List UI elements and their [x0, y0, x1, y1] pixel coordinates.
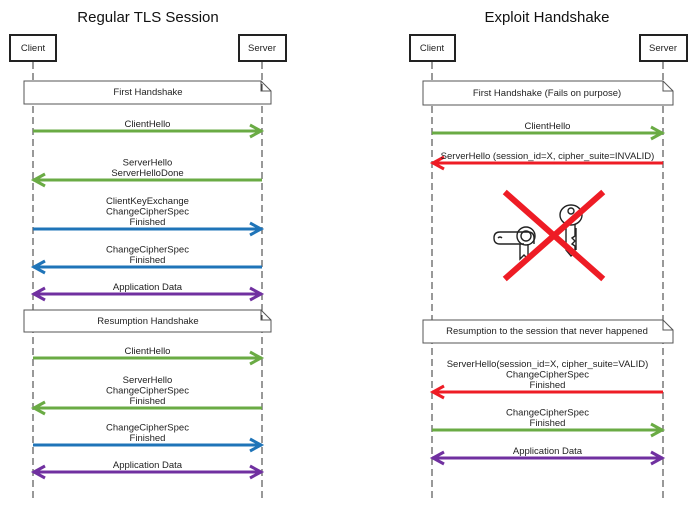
message-arrow: ServerHello(session_id=X, cipher_suite=V… [429, 359, 663, 400]
note-first-handshake [23, 80, 272, 105]
message-label: ClientHello [125, 119, 171, 130]
arrowhead [30, 286, 46, 302]
note-label: Resumption Handshake [97, 316, 198, 327]
message-label: ServerHelloDone [111, 168, 183, 179]
arrowhead [249, 464, 265, 480]
server-actor-box [639, 34, 688, 62]
arrowhead [650, 422, 666, 438]
message-label: ServerHello [123, 375, 173, 386]
crossed-out-certificate-and-key-icon [493, 204, 583, 261]
note-first-handshake-fails [422, 80, 674, 106]
arrowhead [650, 125, 666, 141]
client-actor-box [409, 34, 456, 62]
arrowhead [429, 384, 445, 400]
message-label: Finished [130, 255, 166, 266]
red-x-cross-icon [502, 189, 606, 282]
note-label: Resumption to the session that never hap… [446, 326, 648, 337]
message-arrow: ClientKeyExchangeChangeCipherSpecFinishe… [33, 196, 265, 237]
message-label: ServerHello (session_id=X, cipher_suite=… [441, 151, 655, 162]
message-label: ClientKeyExchange [106, 196, 189, 207]
arrowhead [429, 155, 445, 171]
arrowhead [249, 437, 265, 453]
message-label: ChangeCipherSpec [506, 370, 589, 381]
arrowhead [650, 450, 666, 466]
message-label: Finished [130, 217, 166, 228]
message-label: Application Data [113, 282, 183, 293]
message-label: ChangeCipherSpec [506, 408, 589, 419]
arrowhead [30, 464, 46, 480]
message-label: Application Data [513, 446, 583, 457]
arrowhead [30, 259, 46, 275]
arrowhead [30, 400, 46, 416]
message-label: Finished [130, 433, 166, 444]
certificate-seal-icon [516, 226, 536, 246]
server-actor-label: Server [248, 43, 276, 54]
note-label: First Handshake [113, 87, 182, 98]
arrowhead [30, 172, 46, 188]
panel-title: Regular TLS Session [77, 9, 218, 26]
arrowhead [429, 450, 445, 466]
message-arrow: Application Data [30, 282, 265, 302]
arrowhead [249, 350, 265, 366]
message-arrow: Application Data [429, 446, 666, 466]
message-label: Application Data [113, 460, 183, 471]
note-resumption-never-happened [422, 319, 674, 344]
message-arrow: ClientHello [432, 121, 666, 141]
message-arrow: ServerHello (session_id=X, cipher_suite=… [429, 151, 663, 171]
message-label: ChangeCipherSpec [106, 423, 189, 434]
message-arrow: ClientHello [33, 119, 265, 139]
client-actor-box [9, 34, 57, 62]
arrowhead [249, 123, 265, 139]
message-label: ServerHello(session_id=X, cipher_suite=V… [447, 359, 649, 370]
message-arrow: ClientHello [33, 346, 265, 366]
client-actor-label: Client [420, 43, 445, 54]
key-icon [559, 204, 583, 226]
regular-tls-panel: Regular TLS Session Client Server First … [9, 9, 287, 500]
client-actor-label: Client [21, 43, 46, 54]
panel-title: Exploit Handshake [484, 9, 609, 26]
note-resumption-handshake [23, 309, 272, 333]
message-label: ChangeCipherSpec [106, 386, 189, 397]
message-label: Finished [530, 380, 566, 391]
server-actor-label: Server [649, 43, 677, 54]
exploit-handshake-panel: Exploit Handshake Client Server First Ha… [409, 9, 688, 500]
arrowhead [249, 221, 265, 237]
message-label: Finished [530, 418, 566, 429]
server-actor-box [238, 34, 287, 62]
message-label: ChangeCipherSpec [106, 245, 189, 256]
note-label: First Handshake (Fails on purpose) [473, 88, 621, 99]
message-arrow: Application Data [30, 460, 265, 480]
message-label: Finished [130, 396, 166, 407]
certificate-scroll-icon [493, 231, 535, 245]
message-label: ClientHello [525, 121, 571, 132]
message-label: ChangeCipherSpec [106, 207, 189, 218]
arrowhead [249, 286, 265, 302]
message-label: ClientHello [125, 346, 171, 357]
message-label: ServerHello [123, 158, 173, 169]
